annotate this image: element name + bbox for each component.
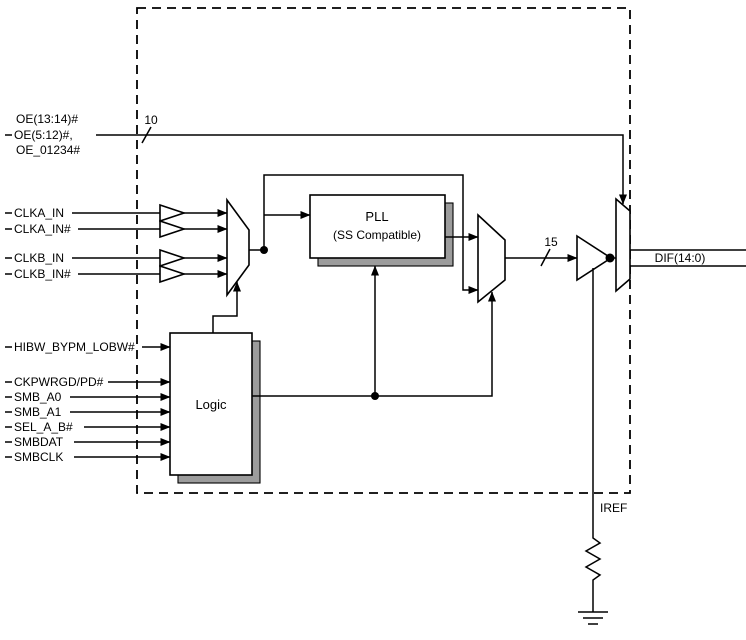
- output-mux: [477, 213, 506, 304]
- labels: OE(13:14)# OE(5:12)#, OE_01234# 10 CLKA_…: [14, 112, 705, 515]
- oe-label-line1: OE(13:14)#: [16, 112, 78, 126]
- hibw-label: HIBW_BYPM_LOBW#: [14, 340, 135, 354]
- logic-block-body: [169, 332, 253, 476]
- smb-a0-label: SMB_A0: [14, 390, 62, 404]
- iref-junction-dot: [605, 253, 615, 263]
- clkb-in-n-label: CLKB_IN#: [14, 267, 71, 281]
- logic-output-junction-dot: [371, 392, 379, 400]
- clock-input-buffers: [159, 203, 187, 284]
- logic-label: Logic: [195, 397, 227, 412]
- input-mux: [226, 197, 250, 298]
- oe-bus-width-slash: [141, 126, 152, 144]
- output-bus-width-slash: [540, 248, 551, 267]
- clkb-buffer-triangle: [159, 248, 187, 268]
- oe-bus-wire: [96, 134, 627, 205]
- buffer-to-mux-wires: [184, 209, 228, 278]
- logic-to-input-mux-wire: [212, 281, 241, 333]
- clka-in-n-label: CLKA_IN#: [14, 222, 71, 236]
- clka-in-label: CLKA_IN: [14, 206, 64, 220]
- iref-resistor-wire: [584, 268, 602, 612]
- smbclk-label: SMBCLK: [14, 450, 63, 464]
- clock-input-wires: [72, 212, 160, 275]
- smb-a1-label: SMB_A1: [14, 405, 62, 419]
- logic-to-output-mux-wire: [252, 291, 496, 397]
- output-bus-width-label: 15: [544, 235, 558, 249]
- ckpwrgd-label: CKPWRGD/PD#: [14, 375, 104, 389]
- pll-block-body: [309, 194, 446, 259]
- output-driver-stage: [615, 197, 631, 293]
- oe-label-line2: OE(5:12)#,: [14, 128, 73, 142]
- ground-symbol: [578, 611, 608, 625]
- pll-subtitle: (SS Compatible): [333, 228, 421, 242]
- wires: [5, 126, 746, 625]
- oe-label-line3: OE_01234#: [16, 143, 80, 157]
- clka-n-buffer-triangle: [159, 219, 187, 239]
- sel-a-b-label: SEL_A_B#: [14, 420, 73, 434]
- logic-block: [169, 332, 261, 484]
- clkb-n-buffer-triangle: [159, 264, 187, 284]
- oe-bus-width-label: 10: [144, 113, 158, 127]
- pll-block: [309, 194, 454, 267]
- input-pin-stubs: [5, 134, 12, 458]
- mux-output-junction-dot: [260, 246, 268, 254]
- clkb-in-label: CLKB_IN: [14, 251, 64, 265]
- smbdat-label: SMBDAT: [14, 435, 64, 449]
- clka-buffer-triangle: [159, 203, 187, 223]
- control-input-wires: [70, 343, 171, 461]
- iref-label: IREF: [600, 501, 627, 515]
- pll-title: PLL: [365, 209, 388, 224]
- dif-output-label: DIF(14:0): [655, 251, 706, 265]
